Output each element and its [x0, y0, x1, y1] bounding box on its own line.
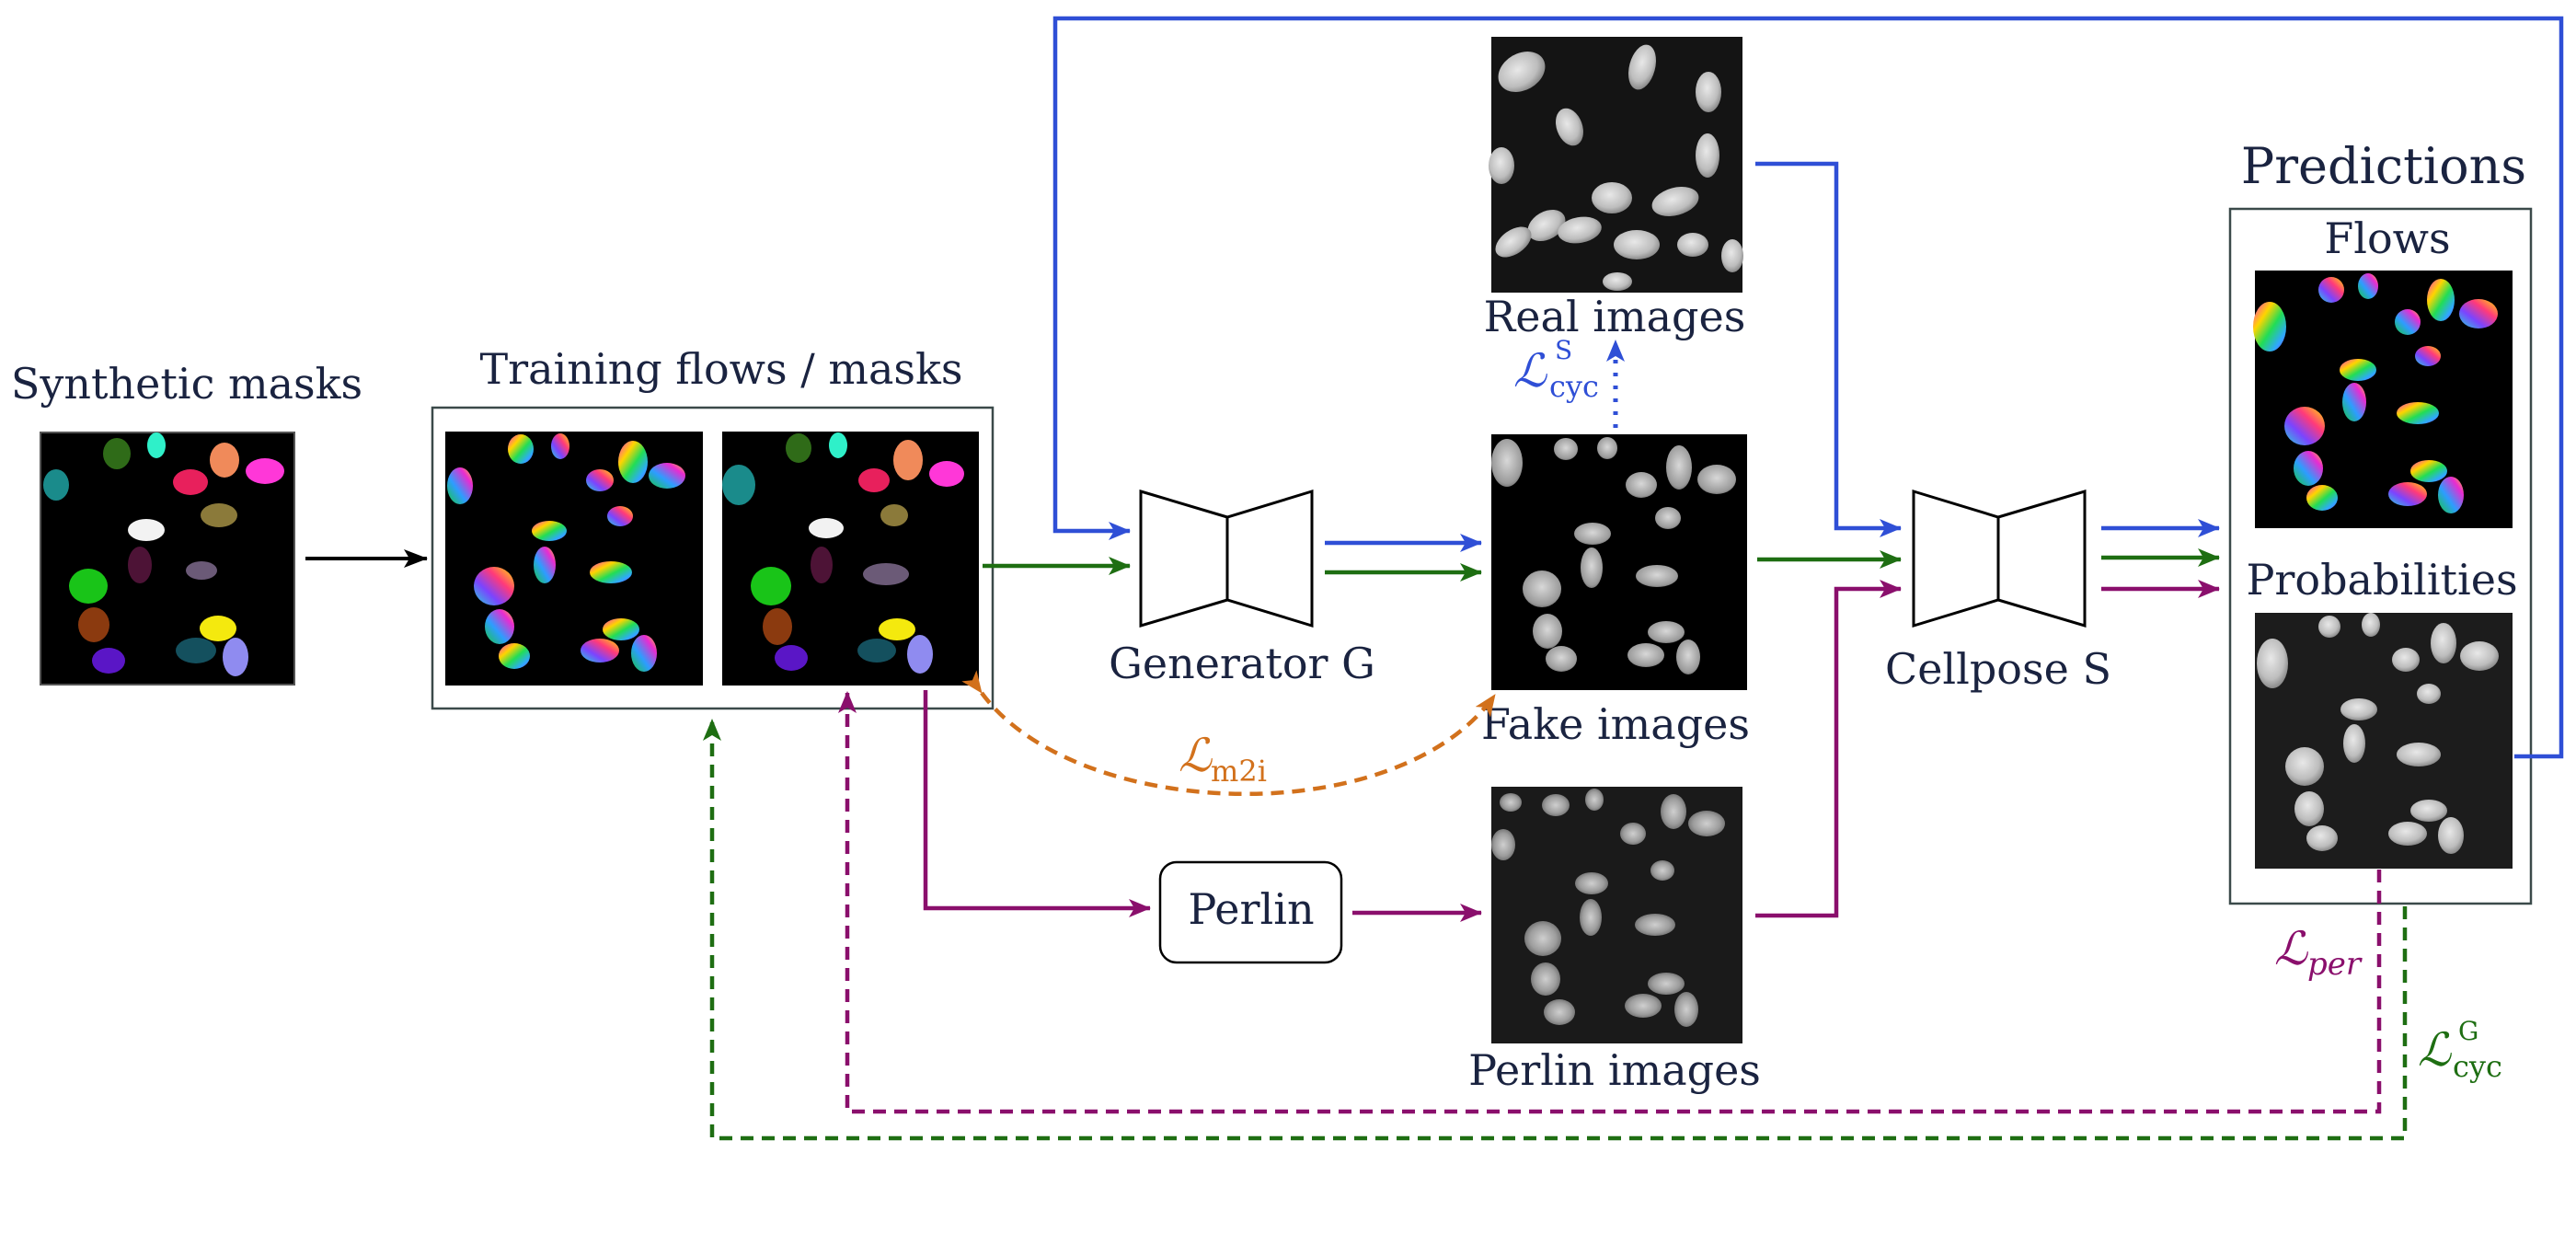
perlin-label: Perlin	[1188, 884, 1314, 934]
perlin-images-image	[1491, 787, 1742, 1043]
loss-m2i: ℒ m2i	[1179, 729, 1267, 789]
fake-images-label: Fake images	[1481, 699, 1750, 749]
synthetic-masks-image	[40, 432, 294, 685]
arrow-purple-perlin-to-cellpose	[1755, 589, 1901, 916]
predicted-probabilities-image	[2255, 613, 2513, 869]
predictions-title: Predictions	[2241, 137, 2526, 195]
arrow-purple-training-to-perlin	[926, 690, 1150, 908]
loss-cyc-s-symbol: ℒ	[1513, 344, 1547, 398]
loss-m2i-sub: m2i	[1211, 754, 1267, 789]
probabilities-label: Probabilities	[2246, 555, 2517, 605]
synthetic-masks-title: Synthetic masks	[11, 359, 362, 409]
loss-cyc-g-sub: cyc	[2453, 1049, 2502, 1084]
loss-cyc-g-symbol: ℒ	[2418, 1023, 2452, 1077]
training-flows-masks-title: Training flows / masks	[479, 344, 962, 394]
fake-images-image	[1491, 434, 1747, 690]
perlin-images-label: Perlin images	[1468, 1045, 1761, 1095]
loss-per: ℒ per	[2274, 922, 2363, 983]
loss-cyc-s: ℒ cyc S	[1513, 335, 1599, 404]
loss-cyc-s-sub: cyc	[1549, 369, 1599, 404]
arrow-blue-real-to-cellpose	[1755, 164, 1901, 528]
generator-icon	[1141, 491, 1312, 626]
loss-per-symbol: ℒ	[2274, 922, 2308, 975]
training-flows-image	[445, 432, 703, 686]
loss-cyc-s-sup: S	[1555, 335, 1572, 365]
generator-label: Generator G	[1109, 639, 1375, 688]
training-masks-image	[722, 432, 979, 686]
real-images-label: Real images	[1484, 292, 1746, 341]
loss-per-sub: per	[2307, 946, 2363, 983]
cellpose-icon	[1914, 491, 2085, 626]
loss-m2i-symbol: ℒ	[1179, 729, 1213, 782]
predicted-flows-image	[2253, 271, 2513, 528]
flows-label: Flows	[2324, 213, 2450, 263]
loss-cyc-g-sup: G	[2458, 1016, 2478, 1046]
cellpose-label: Cellpose S	[1885, 644, 2111, 694]
loss-cyc-g: ℒ cyc G	[2418, 1016, 2502, 1084]
real-images-image	[1489, 37, 1743, 293]
